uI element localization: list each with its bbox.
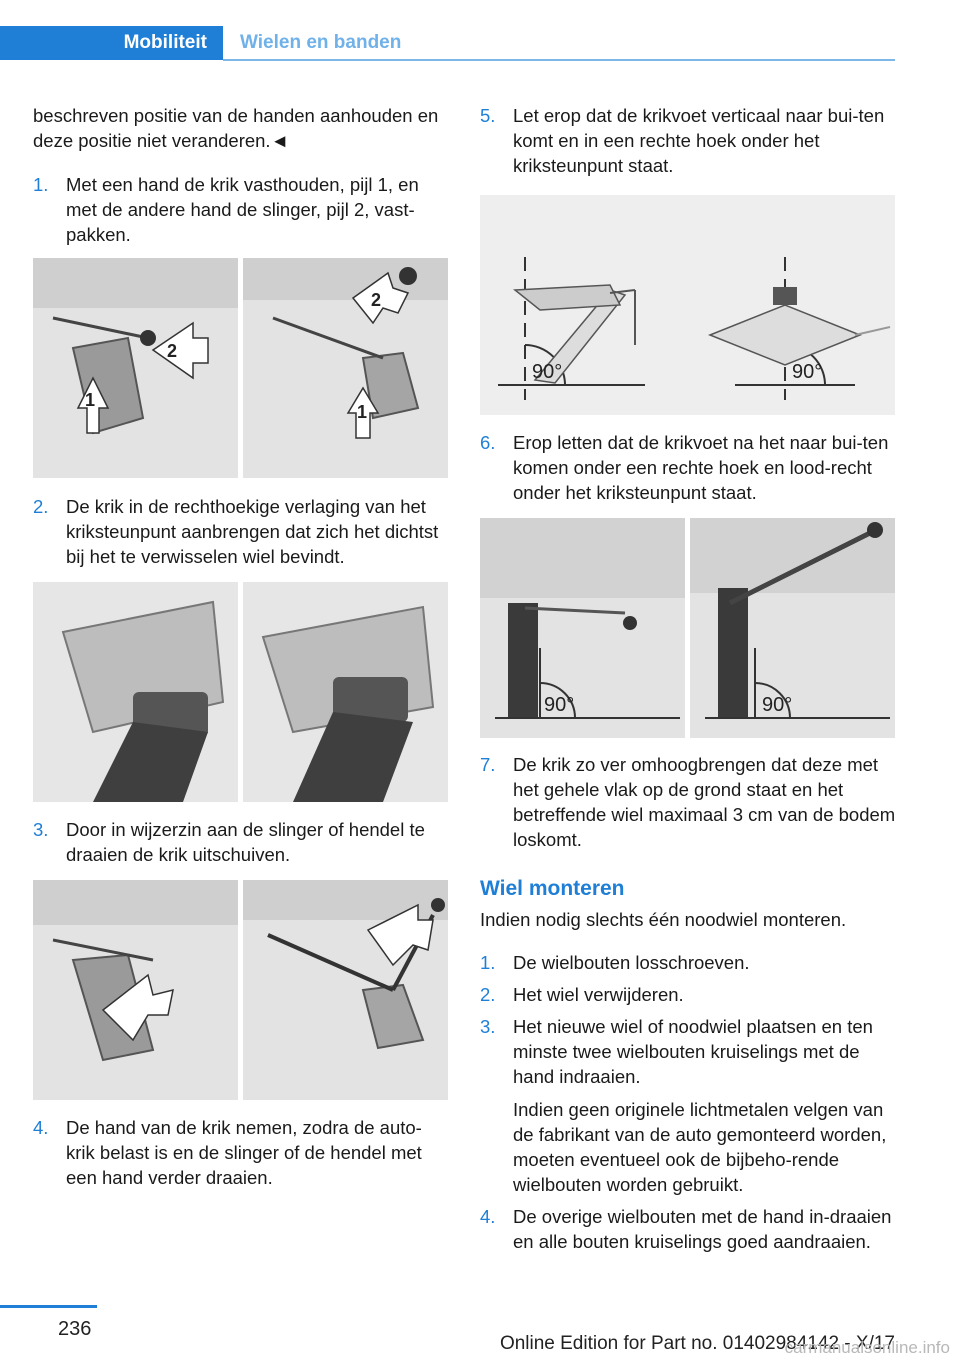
jack-vertical-figure: 90° 90° (480, 518, 895, 738)
jack-angle-diagram: 90° 90° (480, 195, 895, 415)
header-rule (223, 59, 895, 61)
angle-label-right-photo: 90° (762, 694, 792, 716)
section-intro: Indien nodig slechts één noodwiel monter… (480, 909, 847, 930)
step-number: 2. (33, 496, 49, 517)
step-number: 4. (33, 1117, 49, 1138)
section-heading: Wiel monteren (480, 877, 625, 900)
jack-placement-figure (33, 582, 448, 802)
step-text: De hand van de krik nemen, zodra de auto… (66, 1117, 422, 1188)
step-text: Erop letten dat de krikvoet na het naar … (513, 432, 889, 503)
page-number: 236 (58, 1318, 92, 1340)
step-text: De krik zo ver omhoogbrengen dat deze me… (513, 754, 896, 850)
step-number: 4. (480, 1206, 496, 1227)
arrow-label-1: 1 (85, 390, 95, 410)
step-number: 7. (480, 754, 496, 775)
intro-text: beschreven positie van de handen aanhoud… (33, 105, 439, 151)
arrow-label-2: 2 (167, 341, 177, 361)
angle-label-left-photo: 90° (544, 694, 574, 716)
step-text: Door in wijzerzin aan de slinger of hend… (66, 819, 425, 865)
page-header: Mobiliteit Wielen en banden (0, 26, 895, 62)
jack-crank-figure (33, 880, 448, 1100)
arrow-label-1-right: 1 (357, 402, 367, 422)
arrow-label-2-right: 2 (371, 290, 381, 310)
note-text: Indien geen originele lichtmetalen velge… (513, 1099, 887, 1195)
footer-rule (0, 1305, 97, 1308)
jack-grip-figure: 1 2 2 1 (33, 258, 448, 478)
step-number: 3. (33, 819, 49, 840)
edition-text: Online Edition for Part no. 01402984142 … (499, 1333, 895, 1354)
section-tab-mobiliteit[interactable]: Mobiliteit (0, 26, 223, 60)
angle-label-left: 90° (532, 361, 562, 383)
step-text: Het nieuwe wiel of noodwiel plaatsen en … (513, 1016, 873, 1087)
step-text: De wielbouten losschroeven. (513, 952, 750, 973)
step-text: Let erop dat de krikvoet verticaal naar … (513, 105, 885, 176)
step-number: 1. (480, 952, 496, 973)
step-text: Met een hand de krik vasthouden, pijl 1,… (66, 174, 419, 245)
step-number: 1. (33, 174, 49, 195)
step-number: 2. (480, 984, 496, 1005)
step-number: 5. (480, 105, 496, 126)
section-tab-wielen-en-banden[interactable]: Wielen en banden (240, 32, 402, 53)
step-text: De overige wielbouten met de hand in‐dra… (513, 1206, 892, 1252)
watermark: carmanualsonline.info (784, 1338, 950, 1357)
step-text: De krik in de rechthoekige verlaging van… (66, 496, 439, 567)
step-text: Het wiel verwijderen. (513, 984, 684, 1005)
angle-label-right: 90° (792, 361, 822, 383)
step-number: 3. (480, 1016, 496, 1037)
step-number: 6. (480, 432, 496, 453)
